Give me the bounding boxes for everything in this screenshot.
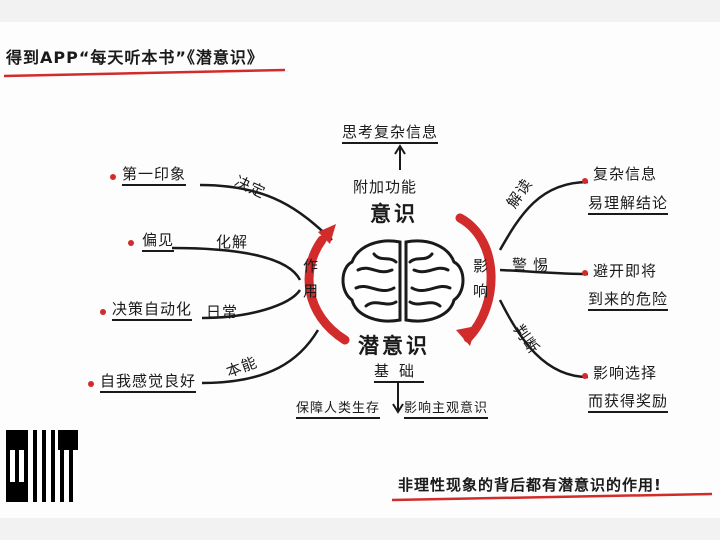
right-axis-label: 影响 [471, 258, 489, 308]
footer-note: 非理性现象的背后都有潜意识的作用! [398, 476, 662, 494]
right-branch-result-line1: 避开即将 [593, 262, 658, 280]
bullet-dot [128, 240, 134, 246]
right-branch-result-line2: 易理解结论 [588, 196, 669, 215]
right-branch-result-line2: 到来的危险 [588, 292, 669, 311]
right-branch-result-line2: 而获得奖励 [588, 394, 669, 413]
page-title: 得到APP“每天听本书”《潜意识》 [6, 48, 264, 67]
bullet-dot [582, 270, 588, 276]
left-branch-result: 自我感觉良好 [100, 374, 197, 393]
top-result: 思考复杂信息 [342, 125, 439, 144]
left-branch-result: 第一印象 [122, 167, 187, 186]
bullet-dot [88, 381, 94, 387]
bottom-right-result: 影响主观意识 [404, 402, 489, 419]
bullet-dot [110, 174, 116, 180]
top-word: 意识 [370, 202, 418, 226]
left-branch-verb: 化解 [216, 233, 249, 251]
qr-code-icon [6, 430, 78, 502]
right-branch-verb: 警惕 [512, 256, 555, 274]
bullet-dot [582, 373, 588, 379]
bottom-left-result: 保障人类生存 [296, 402, 381, 419]
left-branch-verb: 日常 [206, 303, 239, 321]
below-label: 基础 [374, 364, 425, 383]
brain-icon [341, 239, 465, 323]
above-label: 附加功能 [353, 178, 418, 196]
left-axis-label: 作用 [301, 258, 319, 308]
bottom-word: 潜意识 [358, 334, 430, 358]
right-branch-result-line1: 影响选择 [593, 364, 658, 382]
left-branch-result: 决策自动化 [112, 302, 193, 321]
left-branch-result: 偏见 [142, 233, 175, 252]
bullet-dot [100, 309, 106, 315]
bullet-dot [582, 178, 588, 184]
right-branch-result-line1: 复杂信息 [593, 165, 658, 183]
